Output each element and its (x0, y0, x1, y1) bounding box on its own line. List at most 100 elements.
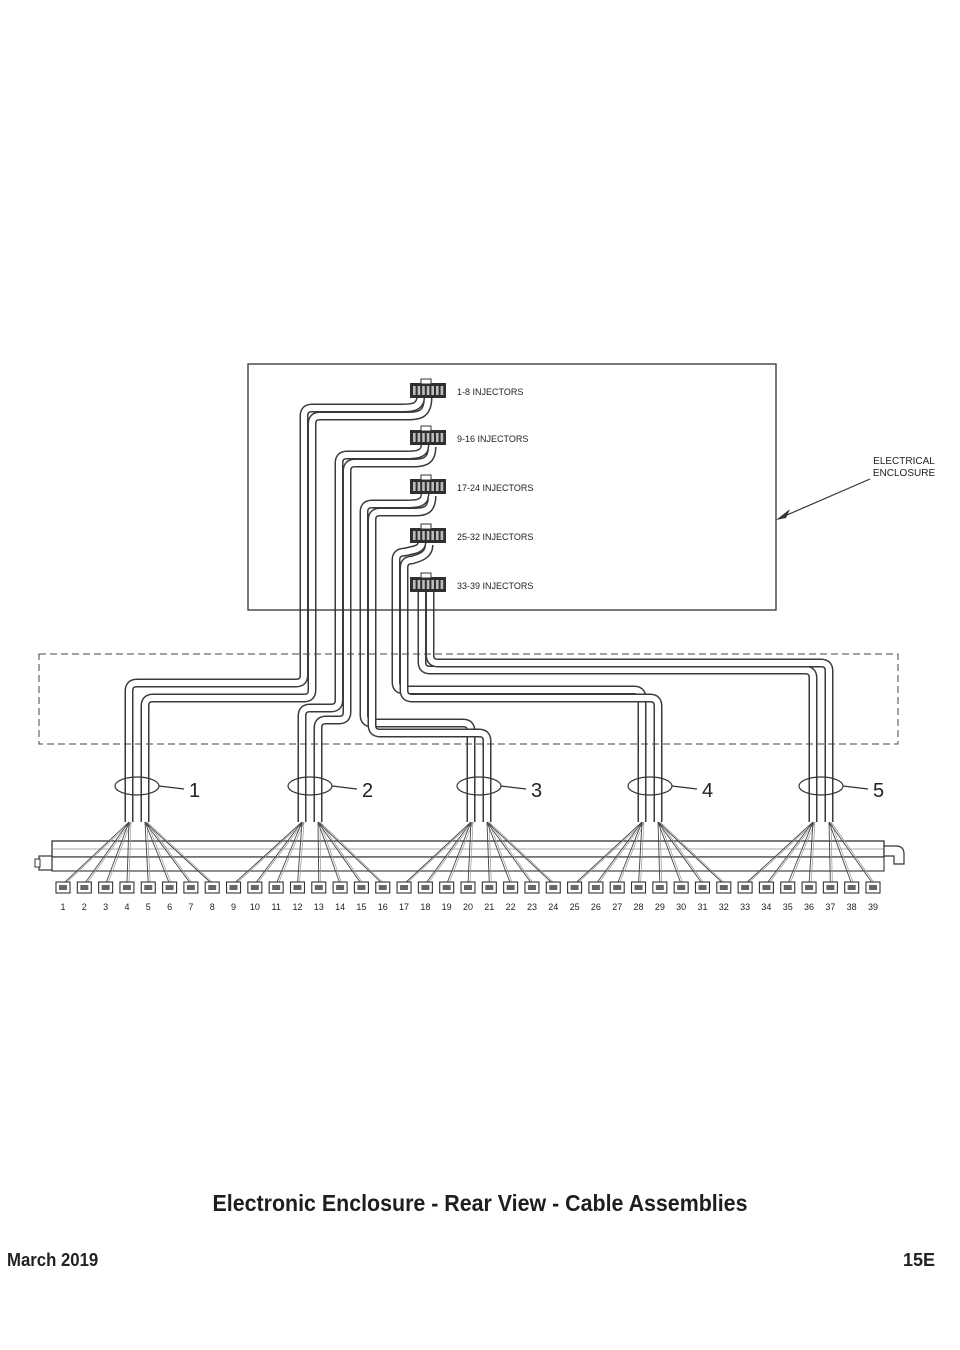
injector-plug-terminal (485, 885, 494, 890)
injector-number: 31 (697, 902, 707, 912)
injector-plug-terminal (591, 885, 600, 890)
injector-number: 12 (292, 902, 302, 912)
cable-assembly-4 (391, 541, 663, 822)
injector-wire (83, 821, 130, 885)
connector-4: 25-32 INJECTORS (410, 523, 533, 543)
callout-number: 4 (702, 780, 713, 802)
connector-latch (420, 474, 432, 481)
injector-wire (828, 821, 874, 885)
injector-wire (486, 821, 533, 885)
injector-plug-terminal (613, 885, 622, 890)
injector-number: 22 (506, 902, 516, 912)
injector-wire-shadow (299, 821, 305, 885)
enclosure-arrow-head (776, 509, 790, 520)
connector-pin (422, 580, 425, 589)
injector-wire-shadow (319, 821, 343, 885)
connector-pin (413, 531, 416, 540)
connector-pin (422, 482, 425, 491)
connector-label: 17-24 INJECTORS (457, 483, 533, 493)
callout-leader (671, 785, 698, 790)
injector-plug-terminal (122, 885, 131, 890)
connector-1: 1-8 INJECTORS (410, 378, 523, 398)
injector-plug-terminal (229, 885, 238, 890)
injector-plug-terminal (527, 885, 536, 890)
connector-pin (417, 386, 421, 395)
injector-wire-shadow (576, 821, 645, 885)
connector-3: 17-24 INJECTORS (410, 474, 533, 494)
cable-assembly-5-wire-2-core (427, 590, 832, 822)
injector-wire-shadow (319, 821, 322, 885)
injector-number: 27 (612, 902, 622, 912)
cable-callout-5: 5 (798, 776, 884, 802)
injector-wire-shadow (488, 821, 556, 885)
cable-routes (124, 394, 834, 822)
injector-wire-shadow (146, 821, 151, 885)
connector-pin (431, 482, 434, 491)
connector-pin (417, 482, 421, 491)
injector-rail (34, 821, 905, 894)
injector-number: 33 (740, 902, 750, 912)
connector-label: 1-8 INJECTORS (457, 387, 523, 397)
injector-number: 29 (655, 902, 665, 912)
injector-plug-terminal (442, 885, 451, 890)
injector-plug-20 (460, 881, 476, 894)
injector-plug-8 (204, 881, 220, 894)
injector-wire (744, 821, 814, 885)
injector-plug-terminal (421, 885, 430, 890)
connector-pin (440, 531, 444, 540)
injector-wire-shadow (830, 821, 876, 885)
injector-plug-22 (503, 881, 519, 894)
connector-pin (431, 580, 434, 589)
injector-wire (828, 821, 853, 885)
injector-wire-shadow (448, 821, 474, 885)
injector-wire-shadow (659, 821, 705, 885)
injector-wire-shadow (146, 821, 215, 885)
injector-plug-6 (162, 881, 178, 894)
injector-wire (317, 821, 362, 885)
injector-wire-shadow (405, 821, 474, 885)
rail-lower-bar (51, 856, 885, 872)
injector-plug-terminal (762, 885, 771, 890)
injector-wire-shadow (146, 821, 194, 885)
injector-plug-9 (225, 881, 242, 894)
injector-wire (446, 821, 472, 885)
cable-assembly-1-wire-1-core (126, 394, 424, 822)
injector-plug-terminal (741, 885, 750, 890)
enclosure-label-line-1: ELECTRICAL (873, 456, 935, 467)
injector-plug-terminal (570, 885, 579, 890)
injector-plug-5 (140, 881, 156, 894)
injector-wire (62, 821, 130, 885)
callout-number: 3 (531, 780, 542, 802)
footer-page-number: 15E (902, 1250, 935, 1270)
cable-callout-1: 1 (114, 776, 200, 802)
injector-number: 2 (82, 902, 87, 912)
connector-pin (417, 531, 421, 540)
injector-plug-11 (268, 881, 284, 894)
injector-number: 30 (676, 902, 686, 912)
injector-plug-terminal (101, 885, 110, 890)
injector-wire-shadow (768, 821, 816, 885)
injector-number: 20 (463, 902, 473, 912)
injector-wire (595, 821, 643, 885)
rail-left-end-fitting (38, 855, 53, 871)
injector-wire (828, 821, 831, 885)
connector-latch (420, 378, 432, 385)
injector-wire-shadow (488, 821, 513, 885)
injector-plug-34 (758, 881, 774, 894)
injector-plug-31 (694, 881, 711, 894)
connector-pin (436, 482, 439, 491)
injector-plug-2 (76, 881, 92, 894)
callout-leader (331, 785, 358, 790)
injector-plug-30 (673, 881, 689, 894)
injector-number: 5 (146, 902, 151, 912)
injector-number: 35 (783, 902, 793, 912)
electrical-enclosure (247, 363, 777, 611)
injector-plug-terminal (549, 885, 558, 890)
injector-plug-terminal (826, 885, 835, 890)
callout-ellipse (287, 776, 333, 796)
connector-pin (422, 531, 425, 540)
connector-2: 9-16 INJECTORS (410, 425, 528, 445)
injector-number: 24 (548, 902, 558, 912)
